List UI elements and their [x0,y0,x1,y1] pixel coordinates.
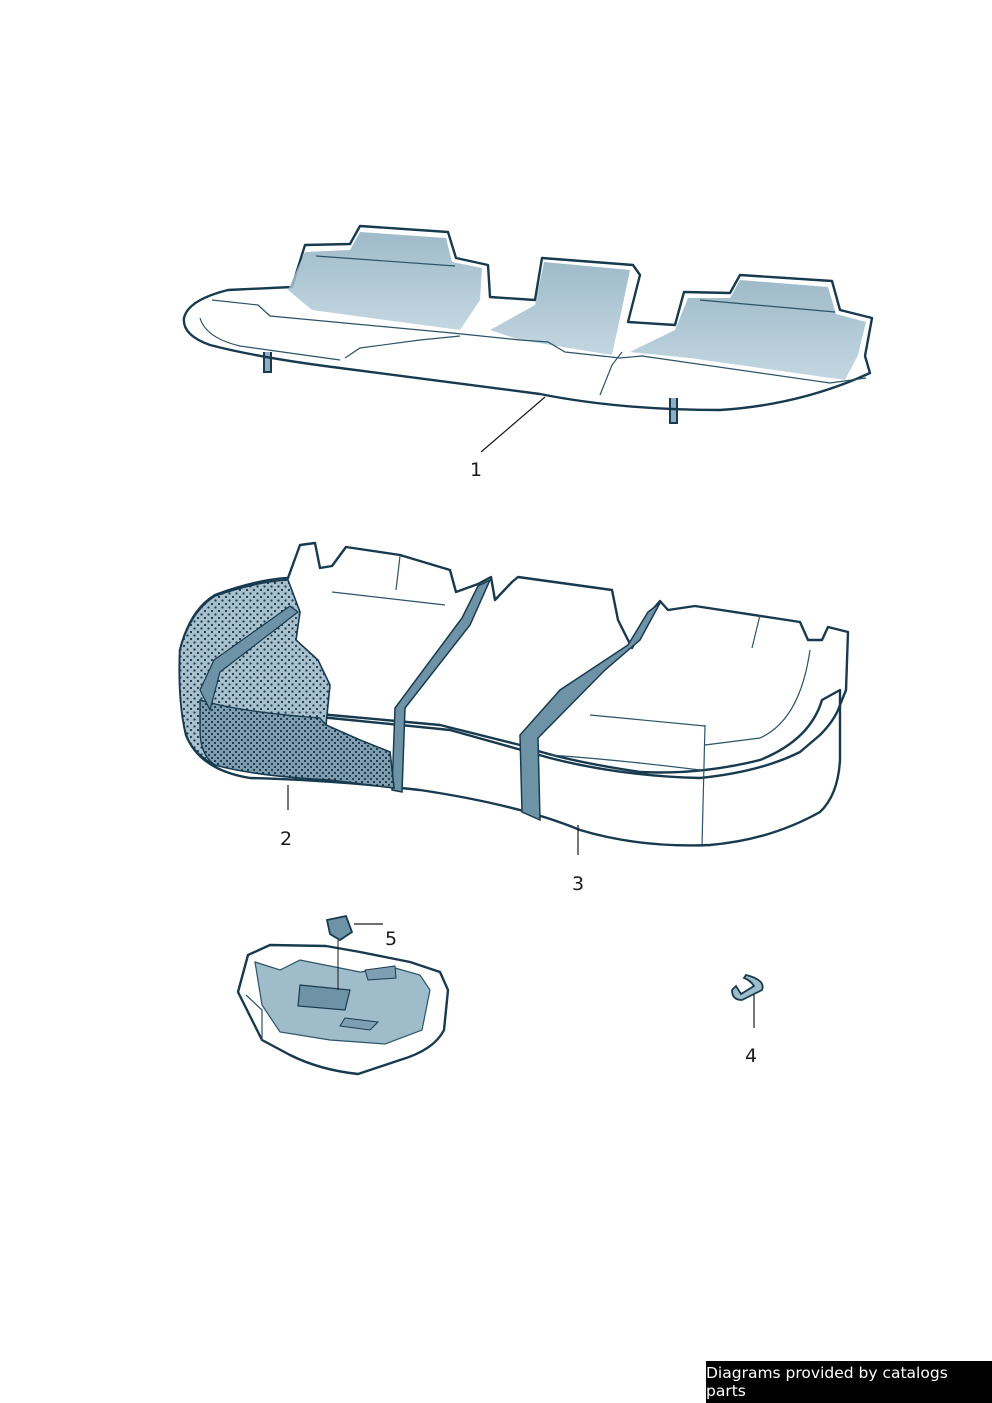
part-3-seat-cushion-cover [178,541,850,847]
callouts: 1 2 3 4 5 [280,396,757,1067]
callout-4: 4 [745,1045,757,1067]
callout-5: 5 [385,928,397,950]
callout-3: 3 [572,873,584,895]
part-4-hook-clip [731,973,764,1001]
callout-1: 1 [470,459,482,481]
part-2-foam-cutaway [178,579,395,789]
callout-2: 2 [280,828,292,850]
part-1-upper-panel [182,224,874,424]
part-5-holder-assembly [236,914,450,1076]
credit-banner: Diagrams provided by catalogs parts [706,1361,992,1403]
